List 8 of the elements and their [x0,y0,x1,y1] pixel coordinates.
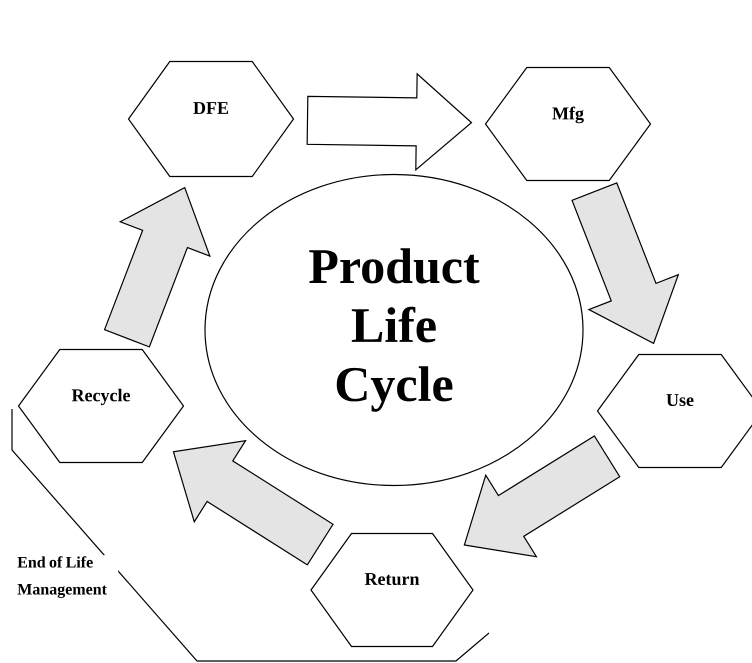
stage-hexagon: Use [596,354,752,468]
stage-hexagon: Recycle [18,348,184,464]
block-arrow [571,182,680,344]
stage-hexagon: Return [310,532,474,648]
stage-hexagon: Mfg [484,66,652,182]
stage-hexagon: DFE [128,60,294,178]
block-arrow [306,72,472,172]
group-label: End of Life Management [16,555,118,599]
